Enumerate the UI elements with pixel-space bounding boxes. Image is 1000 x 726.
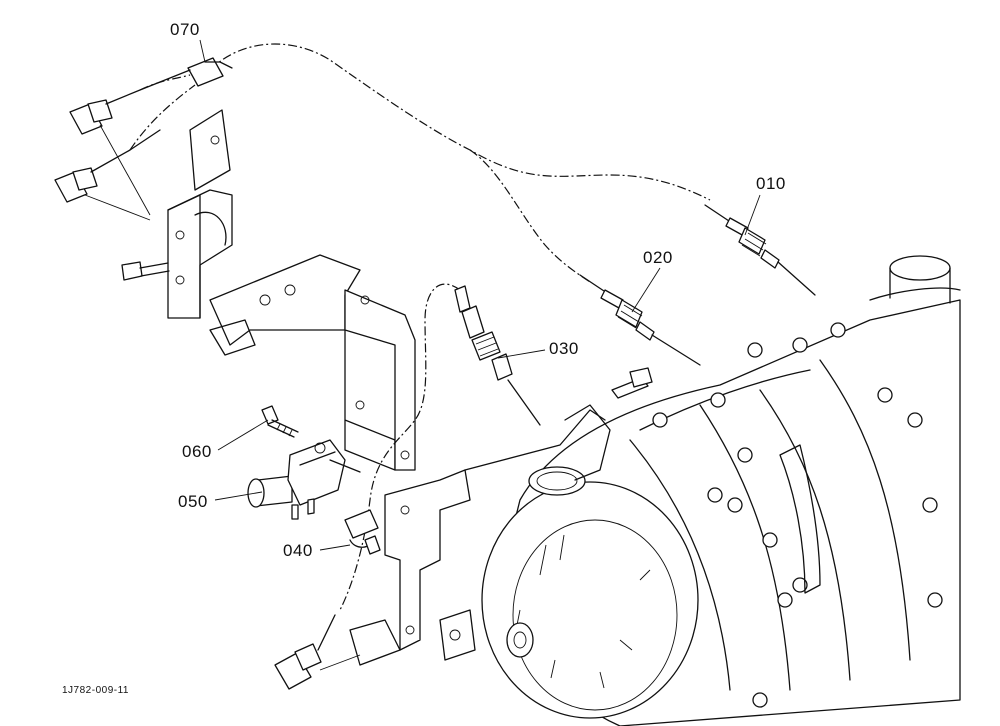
callout-010: 010 — [756, 174, 786, 193]
callout-leaders — [199, 39, 761, 551]
flange-bolts — [652, 322, 943, 708]
dpf-muffler-assembly — [481, 255, 961, 726]
part-060-bolt — [261, 405, 299, 438]
upper-harness-connectors — [54, 69, 196, 221]
part-010-temperature-sensor — [704, 204, 816, 296]
part-070-connector-clip — [187, 57, 233, 87]
part-040-clamp — [344, 509, 381, 555]
callout-040: 040 — [283, 541, 313, 560]
callout-050: 050 — [178, 492, 208, 511]
sensor-harness-middle — [469, 149, 591, 283]
part-050-pressure-sensor — [247, 439, 361, 520]
figure-code: 1J782-009-11 — [62, 685, 129, 696]
callout-060: 060 — [182, 442, 212, 461]
callout-030: 030 — [549, 339, 579, 358]
sensor-harness-upper — [209, 43, 711, 201]
upper-mounting-bracket — [121, 109, 233, 319]
part-020-temperature-sensor — [579, 274, 701, 366]
middle-mounting-bracket — [209, 254, 416, 471]
callout-070: 070 — [170, 20, 200, 39]
lower-harness-connector — [274, 614, 361, 690]
part-030-sensor — [454, 285, 541, 426]
lower-mounting-bracket — [349, 409, 606, 666]
callout-020: 020 — [643, 248, 673, 267]
